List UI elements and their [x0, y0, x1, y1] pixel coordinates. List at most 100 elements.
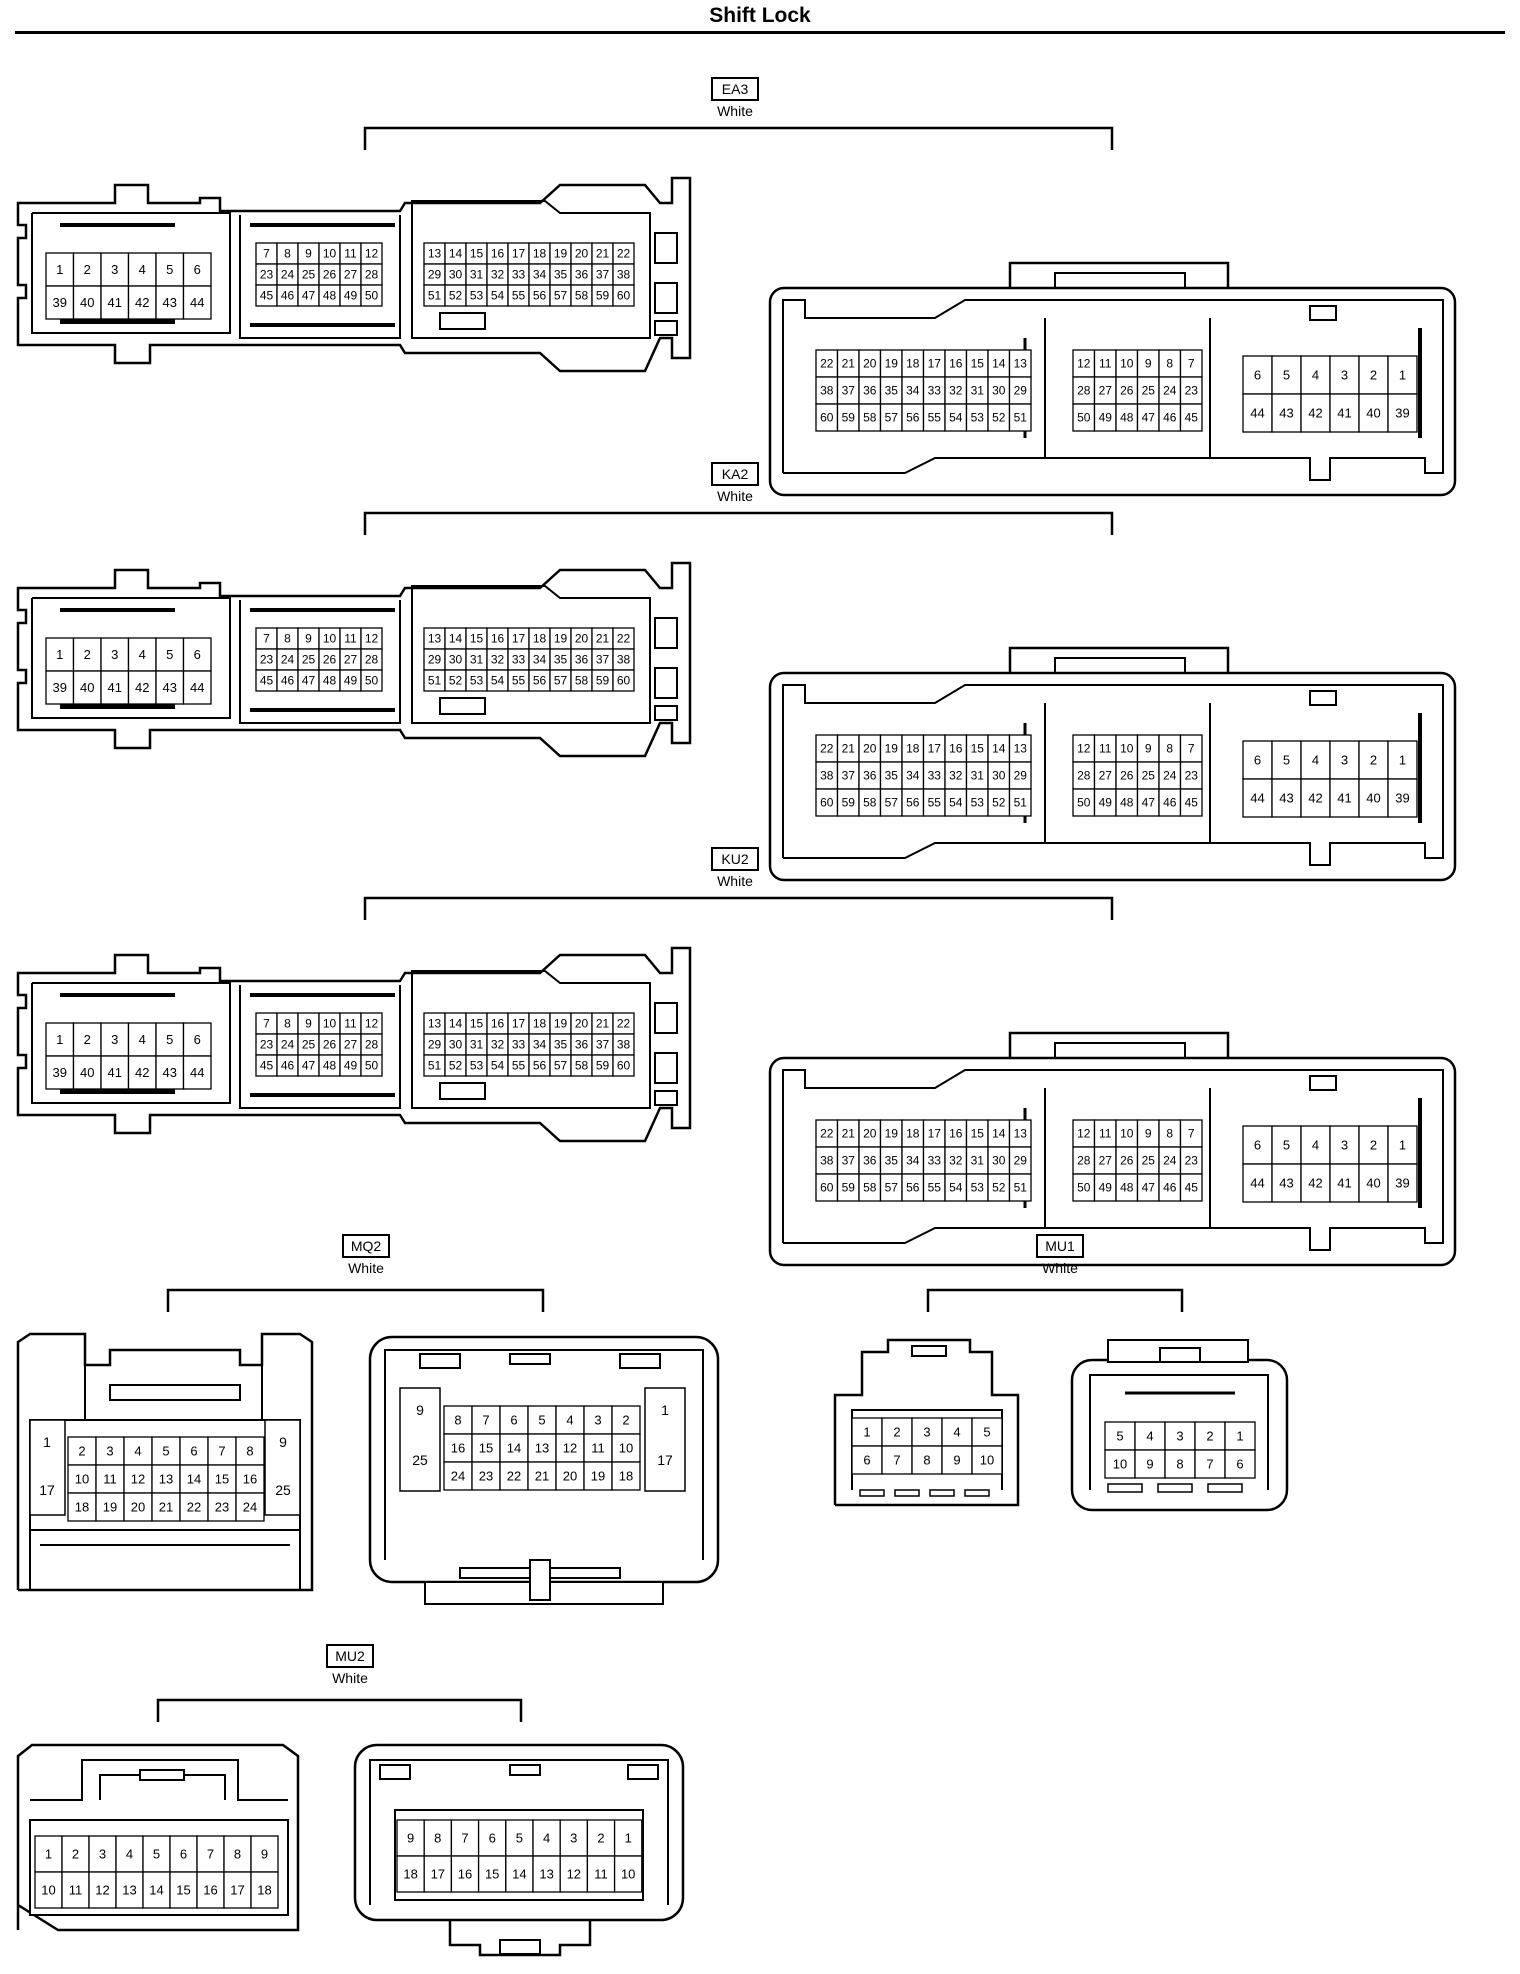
connector-code-box	[342, 1234, 390, 1258]
key-slot	[619, 1353, 661, 1369]
pin-label: 34	[533, 1038, 547, 1052]
pin-label: 18	[403, 1867, 417, 1882]
pin-label: 4	[1312, 1138, 1319, 1153]
pin-label: 43	[1279, 791, 1293, 806]
pin-label: 4	[126, 1847, 133, 1862]
pin-label: 5	[538, 1413, 545, 1428]
housing-inner	[31, 212, 231, 334]
pin-cell	[911, 1417, 943, 1447]
key-slot	[509, 1353, 551, 1365]
pin-label: 32	[949, 769, 963, 783]
pin-cell	[1179, 1173, 1203, 1202]
pin-label: 18	[906, 742, 920, 756]
pin-label: 49	[1099, 411, 1113, 425]
pin-cell	[1224, 1449, 1256, 1479]
pin-label: 3	[106, 1444, 113, 1459]
pin-label: 9	[261, 1847, 268, 1862]
pin-label: 41	[1337, 406, 1351, 421]
pin-label: 10	[619, 1441, 633, 1456]
pin-label: 2	[1370, 1138, 1377, 1153]
pin-label: 51	[1014, 1181, 1028, 1195]
pin-label: 15	[971, 1127, 985, 1141]
pin-cell	[1242, 393, 1273, 433]
pin-label: 25	[302, 268, 316, 282]
pin-label: 17	[657, 1452, 673, 1468]
side-key	[654, 232, 678, 264]
lock-tab	[109, 1384, 241, 1401]
pin-label: 31	[470, 268, 484, 282]
title-rule	[15, 31, 1505, 34]
pin-label: 25	[1142, 1154, 1156, 1168]
pin-label: 29	[1014, 384, 1028, 398]
pin-label: 17	[431, 1867, 445, 1882]
pin-cell	[612, 1054, 635, 1077]
pin-label: 8	[1176, 1457, 1183, 1472]
pin-label: 50	[1077, 411, 1091, 425]
pin-label: 25	[275, 1482, 291, 1498]
pin-label: 53	[971, 411, 985, 425]
key-slot	[439, 312, 486, 330]
pin-label: 48	[323, 289, 337, 303]
pin-label: 21	[535, 1469, 549, 1484]
pin-label: 19	[554, 1017, 568, 1031]
pin-label: 22	[617, 632, 631, 646]
pin-cell	[250, 1871, 279, 1909]
housing-inner	[384, 1349, 704, 1560]
pin-label: 2	[597, 1831, 604, 1846]
pin-label: 4	[139, 262, 146, 277]
pin-label: 40	[80, 1065, 94, 1080]
latch-bar	[1207, 1483, 1243, 1493]
pin-label: 8	[454, 1413, 461, 1428]
pin-label: 58	[575, 289, 589, 303]
pin-label: 7	[263, 632, 270, 646]
pin-label: 11	[594, 1867, 608, 1882]
pin-label: 20	[575, 632, 589, 646]
pin-label: 5	[516, 1831, 523, 1846]
pin-label: 34	[906, 769, 920, 783]
pin-label: 20	[575, 1017, 589, 1031]
pin-label: 40	[80, 680, 94, 695]
pin-label: 30	[449, 268, 463, 282]
pin-label: 54	[491, 289, 505, 303]
bracket-line	[926, 1288, 1184, 1312]
pin-label: 55	[512, 289, 526, 303]
pin-label: 4	[543, 1831, 550, 1846]
pin-label: 10	[323, 632, 337, 646]
pin-cell	[45, 670, 75, 705]
top-lock-inner	[1054, 657, 1186, 674]
pin-label: 19	[885, 742, 899, 756]
pin-cell	[61, 1835, 90, 1873]
pin-label: 2	[1206, 1429, 1213, 1444]
pin-label: 35	[885, 769, 899, 783]
pin-label: 38	[820, 769, 834, 783]
connector-code: MU1	[1045, 1238, 1075, 1254]
pin-label: 20	[863, 357, 877, 371]
pin-label: 15	[971, 742, 985, 756]
pin-label: 3	[1341, 368, 1348, 383]
pin-label: 5	[1283, 368, 1290, 383]
pin-cell	[127, 637, 157, 672]
pin-label: 5	[153, 1847, 160, 1862]
pin-cell	[182, 1022, 212, 1057]
pin-label: 45	[1185, 796, 1199, 810]
pin-label: 9	[279, 1434, 287, 1450]
pin-label: 21	[842, 742, 856, 756]
pin-label: 7	[1188, 742, 1195, 756]
pin-label: 21	[596, 1017, 610, 1031]
pin-cell	[399, 1387, 441, 1492]
pin-label: 28	[365, 653, 379, 667]
pin-label: 13	[428, 632, 442, 646]
pin-label: 41	[1337, 791, 1351, 806]
pin-label: 10	[323, 1017, 337, 1031]
pin-label: 1	[56, 1032, 63, 1047]
pin-label: 18	[906, 357, 920, 371]
side-key	[654, 705, 678, 721]
pin-label: 41	[108, 295, 122, 310]
pin-label: 1	[625, 1831, 632, 1846]
pin-label: 57	[885, 796, 899, 810]
pin-label: 1	[863, 1425, 870, 1440]
